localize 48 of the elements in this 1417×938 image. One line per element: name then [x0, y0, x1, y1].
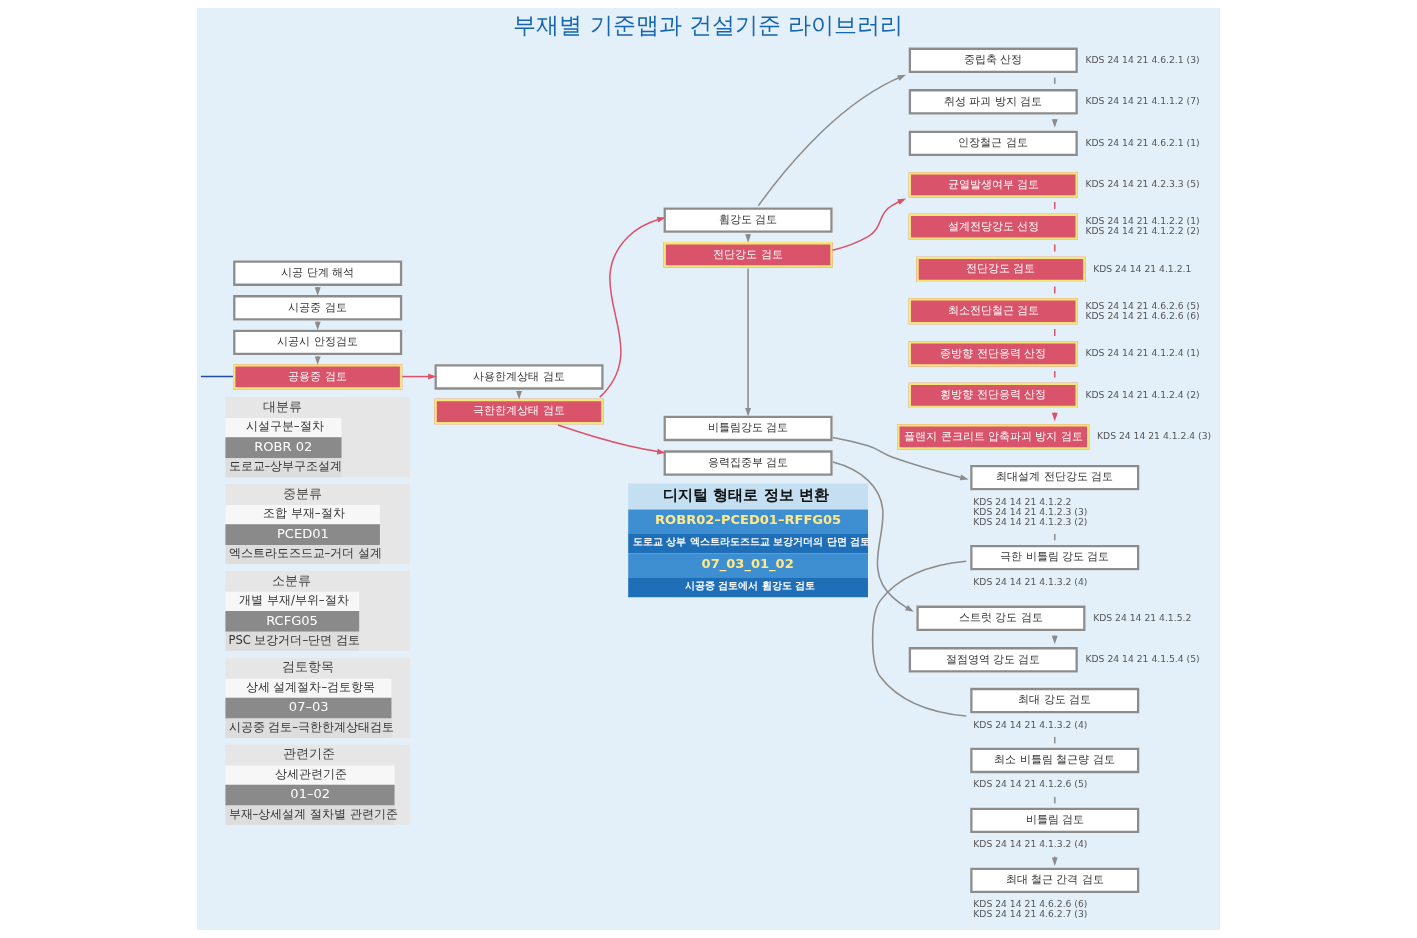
node-label: KDS 24 14 21 4.1.3.2 (4) [973, 575, 1088, 587]
label: 디지털 형태로 정보 변환 [663, 485, 830, 504]
node-label: KDS 24 14 21 4.6.2.1 (3) [1085, 53, 1200, 65]
node-label: KDS 24 14 21 4.6.2.6 (6) [973, 898, 1088, 910]
label: 07_03_01_02 [701, 555, 794, 571]
node-label: KDS 24 14 21 4.1.3.2 (4) [973, 838, 1088, 850]
node-label: KDS 24 14 21 4.1.2.4 (3) [1097, 430, 1212, 442]
node-label: KDS 24 14 21 4.1.1.2 (7) [1085, 95, 1200, 107]
node-label: KDS 24 14 21 4.1.2.1 [1093, 262, 1192, 274]
label: PCED01 [276, 525, 329, 541]
label: 소분류 [272, 572, 312, 588]
label: 상세 설계절차–검토항목 [245, 679, 376, 694]
label: 시공중 검토에서 휨강도 검토 [684, 580, 816, 592]
label: 개별 부재/부위–절차 [239, 593, 349, 608]
node-label: KDS 24 14 21 4.1.2.4 (2) [1085, 388, 1200, 400]
node-label: KDS 24 14 21 4.6.2.6 (6) [1085, 309, 1200, 321]
label: ROBR 02 [254, 438, 313, 454]
node-label: KDS 24 14 21 4.1.2.2 (2) [1085, 225, 1200, 237]
node-label: KDS 24 14 21 4.1.2.4 (1) [1085, 347, 1200, 359]
node-label: KDS 24 14 21 4.1.2.6 (5) [973, 778, 1088, 790]
node-label: KDS 24 14 21 4.6.2.1 (1) [1085, 136, 1200, 148]
label: 상세관련기준 [275, 766, 348, 781]
label: 시공중 검토–극한한계상태검토 [228, 719, 394, 734]
label: 시설구분–절차 [245, 419, 324, 434]
label: PSC 보강거더–단면 검토 [228, 633, 360, 648]
label: 대분류 [263, 398, 303, 414]
label: 관련기준 [283, 746, 336, 762]
node-label: KDS 24 14 21 4.1.2.2 [973, 495, 1072, 507]
label: 01–02 [290, 786, 331, 802]
node-label: KDS 24 14 21 4.2.3.3 (5) [1085, 178, 1200, 190]
node-label: KDS 24 14 21 4.1.2.3 (3) [973, 505, 1088, 517]
label: 중분류 [282, 485, 322, 501]
diagram-title: 부재별 기준맵과 건설기준 라이브러리 [513, 11, 904, 38]
node-label: KDS 24 14 21 4.1.5.2 [1093, 611, 1192, 623]
label: 검토항목 [281, 659, 334, 675]
label: 조합 부재–절차 [263, 506, 345, 521]
label: RCFG05 [266, 612, 318, 628]
node-label: KDS 24 14 21 4.6.2.7 (3) [973, 908, 1088, 920]
label: 도로교–상부구조설계 [228, 459, 343, 474]
node-label: KDS 24 14 21 4.1.3.2 (4) [973, 718, 1088, 730]
node-label: KDS 24 14 21 4.1.5.4 (5) [1085, 653, 1200, 665]
node-label: KDS 24 14 21 4.6.2.6 (5) [1085, 299, 1200, 311]
label: 부재–상세설계 절차별 관련기준 [228, 806, 398, 821]
node-label: KDS 24 14 21 4.1.2.3 (2) [973, 515, 1088, 527]
label: 07–03 [288, 699, 329, 715]
label: 엑스트라도즈드교–거더 설계 [228, 546, 382, 561]
label: ROBR02–PCED01–RFFG05 [655, 511, 842, 527]
node-label: KDS 24 14 21 4.1.2.2 (1) [1085, 215, 1200, 227]
